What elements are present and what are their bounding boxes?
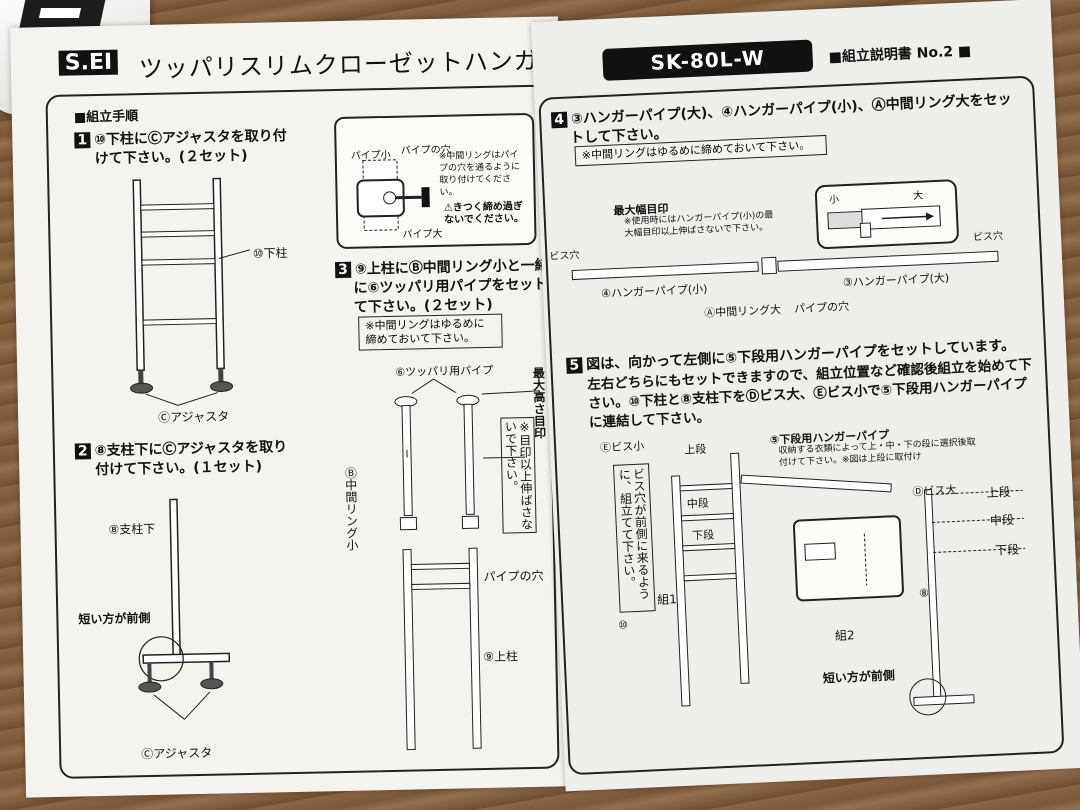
step1-label-adjuster: Ⓒアジャスタ	[158, 409, 230, 425]
step4-pipe-hole: パイプの穴	[793, 300, 850, 316]
step5-right-bottom: 下段	[994, 542, 1020, 558]
detail-pipe-large: パイプ大	[402, 228, 443, 241]
step5-part10: ⑩	[617, 618, 629, 632]
step3-number: 3	[334, 261, 352, 279]
step3-label-ring-small: Ⓑ中間リング小	[343, 466, 360, 551]
step2-number: 2	[74, 443, 91, 460]
step2-line2: 付けて下さい。(１セット)	[95, 458, 263, 479]
brand-fragment: S.EI	[58, 49, 119, 76]
step3-label-max-note: ※目印以上伸ばさないで下さい。	[500, 416, 537, 534]
assembly-illustration	[671, 452, 1026, 716]
step5-set2: 組2	[834, 628, 855, 644]
pipe-zoom-illustration	[827, 205, 941, 238]
hanger-pipe-illustration	[571, 250, 999, 281]
step5-right-middle: 中段	[989, 512, 1015, 528]
step5-right-top: 上段	[986, 484, 1011, 500]
pipe-detail-illustration	[356, 159, 430, 231]
step5-screw-small: Ⓔビス小	[599, 439, 645, 455]
lower-post-illustration	[130, 177, 250, 406]
step3-label-upper-post: ⑨上柱	[483, 649, 519, 665]
step2-label-front: 短い方が前側	[78, 611, 151, 627]
step5-part8: ⑧	[918, 586, 930, 601]
step1-number: 1	[74, 132, 91, 149]
step5-set1: 組1	[656, 592, 678, 608]
model-number: SK-80L-W	[602, 39, 814, 81]
step2-label-support: ⑧支柱下	[108, 521, 156, 537]
section-title: ■組立手順	[73, 109, 139, 126]
step5-front: 短い方が前側	[822, 668, 896, 686]
step3-note: ※中間リングはゆるめに締めておいて下さい。	[358, 313, 503, 351]
support-post-illustration	[138, 498, 231, 720]
doc-label: ■組立説明書 No.2 ■	[828, 43, 972, 66]
step1-label-lower-post: ⑩下柱	[252, 246, 288, 261]
step2-label-adjuster: Ⓒアジャスタ	[141, 745, 213, 762]
step3-label-pipe-hole: パイプの穴	[483, 568, 544, 585]
step5-screw-large: Ⓓビス大	[912, 483, 957, 499]
detail-warning: ⚠きつく締め過ぎないでください。	[443, 201, 524, 226]
step5-number: 5	[566, 357, 583, 374]
upper-post-illustration	[394, 378, 540, 751]
step1-line2: けて下さい。(２セット)	[94, 147, 248, 168]
detail-note: ※中間リングはパイプの穴を通るように取り付けてください。	[438, 150, 521, 198]
step4-number: 4	[550, 111, 568, 129]
